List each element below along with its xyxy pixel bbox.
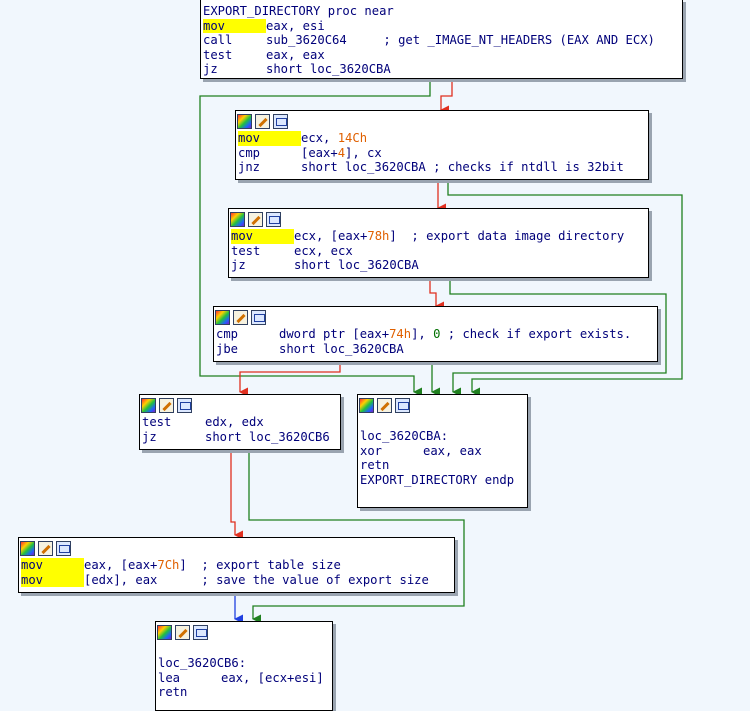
node-header [236,111,648,131]
xrefs-icon[interactable] [56,541,71,556]
rename-icon[interactable] [233,310,248,325]
node-header [140,395,340,415]
graph-overview-icon[interactable] [141,398,156,413]
asm-line: retn [158,685,188,700]
rename-icon[interactable] [159,398,174,413]
asm-line: retn [360,458,390,473]
xrefs-icon[interactable] [273,114,288,129]
code-label: loc_3620CB6: [158,656,247,670]
node-header [358,395,527,415]
rename-icon[interactable] [38,541,53,556]
node-header [19,538,454,558]
rename-icon[interactable] [255,114,270,129]
rename-icon[interactable] [377,398,392,413]
asm-line: mov[edx], eax ; save the value of export… [21,572,429,588]
rename-icon[interactable] [175,625,190,640]
node-header [214,307,657,327]
proc-end: EXPORT_DIRECTORY endp [360,472,515,487]
edge-b3-to-b4 [429,278,444,311]
proc-declaration: EXPORT_DIRECTORY proc near [203,4,394,18]
graph-overview-icon[interactable] [230,212,245,227]
asm-line: cmp[eax+4], cx [238,145,382,160]
xrefs-icon[interactable] [251,310,266,325]
edge-b5-to-b8 [248,450,465,624]
asm-comment: ; get _IMAGE_NT_HEADERS (EAX AND ECX) [346,33,655,48]
graph-overview-icon[interactable] [157,625,172,640]
node-header [229,209,648,229]
xrefs-icon[interactable] [266,212,281,227]
graph-overview-icon[interactable] [215,310,230,325]
edge-b1-to-b6 [199,79,431,397]
xrefs-icon[interactable] [395,398,410,413]
graph-overview-icon[interactable] [20,541,35,556]
edge-b5-to-b7 [230,450,243,540]
code-label: loc_3620CBA: [360,429,449,443]
edge-b2-to-b6 [447,180,683,397]
edge-b3-to-b6 [449,278,667,397]
graph-overview-icon[interactable] [359,398,374,413]
edge-b4-to-b5 [239,362,341,397]
xrefs-icon[interactable] [177,398,192,413]
edge-b1-to-b2 [440,79,453,115]
graph-overview-icon[interactable] [237,114,252,129]
node-header [156,622,332,642]
xrefs-icon[interactable] [193,625,208,640]
rename-icon[interactable] [248,212,263,227]
